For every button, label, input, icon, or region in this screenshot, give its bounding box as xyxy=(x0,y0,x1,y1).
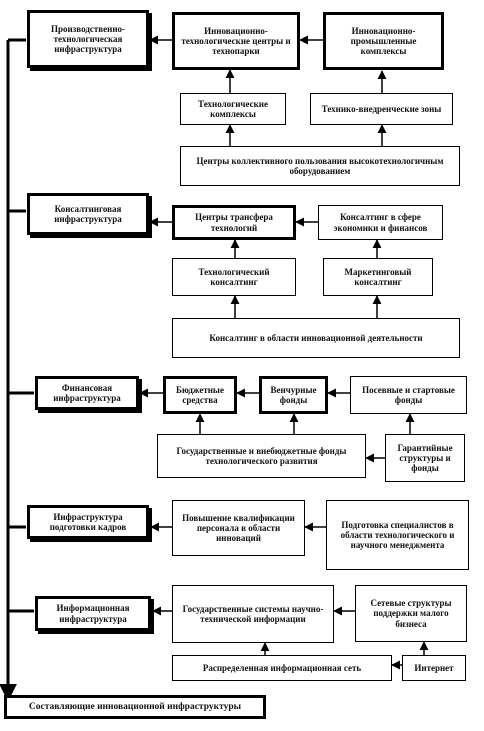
management-consulting-box: Консалтинг в сфере экономики и финансов xyxy=(318,205,443,240)
transfer-centers-box: Центры трансфера технологий xyxy=(172,205,296,240)
state-info-systems-box: Государственные системы научно-техническ… xyxy=(172,585,334,643)
business-incubators-box: Инновационно-промышленные комплексы xyxy=(323,12,444,70)
training-box: Подготовка специалистов в области технол… xyxy=(326,500,469,570)
budget-funds-box: Бюджетные средства xyxy=(163,376,237,414)
information-infrastructure-box: Информационная инфраструктура xyxy=(35,596,151,631)
production-infrastructure-box: Производственно-технологическая инфрастр… xyxy=(27,10,149,68)
tech-complexes-box: Технологические комплексы xyxy=(180,93,286,125)
special-zones-box: Технико-внедренческие зоны xyxy=(310,93,453,125)
distributed-network-box: Распределенная информационная сеть xyxy=(172,655,392,681)
innovation-centers-box: Инновационно-технологические центры и те… xyxy=(172,12,300,70)
guarantee-structures-box: Гарантийные структуры и фонды xyxy=(385,434,465,482)
tech-consulting-box: Технологический консалтинг xyxy=(172,258,296,296)
consulting-infrastructure-box: Консалтинговая инфраструктура xyxy=(27,193,149,235)
venture-funds-box: Венчурные фонды xyxy=(259,376,328,414)
network-structures-box: Сетевые структуры поддержки малого бизне… xyxy=(355,585,467,642)
state-funds-box: Государственные и внебюджетные фонды тех… xyxy=(157,434,366,478)
equipment-centers-box: Центры коллективного пользования высокот… xyxy=(180,146,460,186)
marketing-consulting-box: Маркетинговый консалтинг xyxy=(323,258,433,296)
internet-box: Интернет xyxy=(402,655,466,681)
personnel-infrastructure-box: Инфраструктура подготовки кадров xyxy=(27,505,149,539)
seed-funds-box: Посевные и стартовые фонды xyxy=(350,376,467,414)
innovation-infrastructure-components-box: Составляющие инновационной инфраструктур… xyxy=(4,695,266,719)
qualification-box: Повышение квалификации персонала в облас… xyxy=(172,500,305,556)
finance-infrastructure-box: Финансовая инфраструктура xyxy=(35,376,139,410)
innovation-consulting-box: Консалтинг в области инновационной деяте… xyxy=(172,318,460,358)
